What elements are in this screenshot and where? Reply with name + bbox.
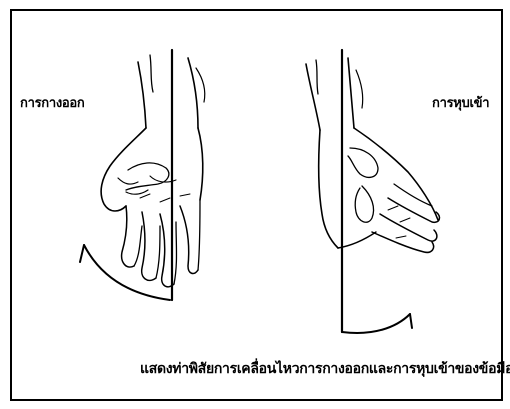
adduction-label: การหุบเข้า <box>432 92 489 113</box>
left-hand-drawing <box>80 50 205 300</box>
right-hand-drawing <box>306 50 439 333</box>
abduction-label: การกางออก <box>20 92 84 113</box>
figure-caption: แสดงท่าพิสัยการเคลื่อนไหวการกางออกและการ… <box>140 358 510 380</box>
